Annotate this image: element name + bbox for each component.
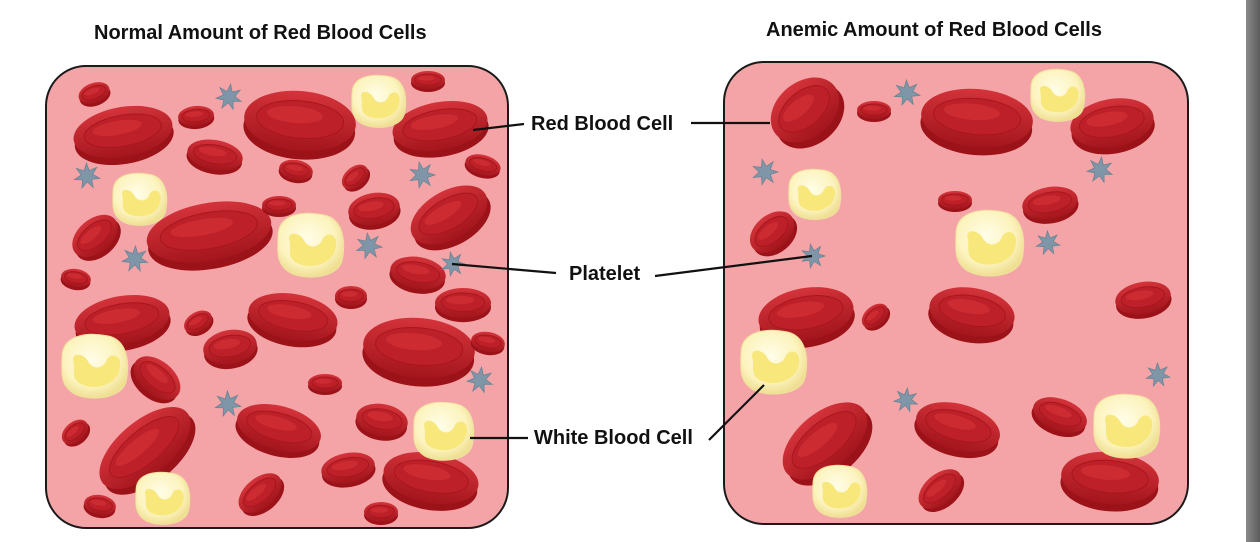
platelet: [1085, 155, 1114, 184]
red-blood-cell: [74, 294, 171, 352]
red-blood-cell: [335, 286, 367, 309]
white-blood-cell: [1030, 68, 1086, 122]
white-blood-cell: [112, 172, 168, 226]
platelet: [892, 386, 919, 413]
red-blood-cell: [918, 469, 965, 512]
red-blood-cell: [78, 82, 111, 107]
red-blood-cell: [348, 192, 401, 230]
red-blood-cell: [1031, 397, 1087, 438]
normal-blood-panel: [45, 65, 509, 529]
white-blood-cell-label: White Blood Cell: [534, 427, 693, 449]
red-blood-cell: [364, 502, 398, 525]
red-blood-cell: [782, 402, 873, 486]
red-blood-cell: [749, 211, 798, 257]
white-blood-cell: [740, 329, 808, 395]
red-blood-cell: [203, 329, 258, 370]
red-blood-cell: [389, 256, 446, 294]
red-blood-cell: [262, 196, 296, 217]
red-blood-cell: [321, 452, 376, 488]
red-blood-cell: [178, 105, 215, 130]
platelet: [214, 82, 243, 111]
red-blood-cell: [1022, 186, 1079, 224]
platelet: [465, 365, 494, 394]
red-blood-cell: [130, 356, 181, 404]
platelet-label: Platelet: [569, 263, 641, 285]
wbc-leader-right: [708, 384, 765, 441]
red-blood-cell: [857, 101, 891, 122]
red-blood-cell: [238, 473, 285, 516]
white-blood-cell: [413, 401, 475, 461]
red-blood-cell: [411, 71, 445, 92]
white-blood-cell: [135, 471, 191, 525]
red-blood-cell: [920, 88, 1033, 156]
white-blood-cell: [788, 168, 842, 220]
red-blood-cell: [99, 407, 196, 495]
red-blood-cell: [1060, 451, 1159, 512]
white-blood-cell: [1093, 393, 1161, 459]
red-blood-cell: [938, 191, 972, 212]
white-blood-cell: [277, 212, 345, 278]
red-blood-cell: [184, 310, 214, 337]
red-blood-cell: [247, 293, 338, 348]
red-blood-cell: [928, 287, 1015, 344]
platelet: [893, 78, 922, 107]
platelet: [214, 389, 243, 418]
red-blood-cell: [770, 77, 845, 149]
red-blood-cell: [61, 419, 91, 447]
white-blood-cell: [955, 209, 1025, 277]
red-blood-cell: [355, 403, 408, 441]
platelet: [1145, 361, 1172, 388]
red-blood-cell: [243, 90, 356, 160]
red-blood-cell: [382, 452, 479, 511]
red-blood-cell: [464, 154, 501, 179]
white-blood-cell: [61, 333, 129, 399]
red-blood-cell: [73, 105, 174, 165]
red-blood-cell: [362, 317, 475, 387]
red-blood-cell: [1070, 98, 1155, 155]
red-blood-cell: [341, 164, 371, 192]
red-blood-cell: [83, 494, 116, 519]
red-blood-cell: [60, 268, 91, 291]
white-blood-cell: [351, 74, 407, 128]
red-blood-cell: [146, 201, 273, 271]
platelet: [1035, 229, 1062, 256]
red-blood-cell-label: Red Blood Cell: [531, 113, 674, 135]
anemic-blood-panel: [723, 61, 1189, 525]
platelet: [752, 158, 780, 186]
red-blood-cell: [470, 331, 505, 356]
platelet: [355, 231, 384, 260]
red-blood-cell: [861, 303, 891, 331]
red-blood-cell: [308, 374, 342, 395]
platelet: [409, 161, 437, 189]
platelet-leader-left: [451, 262, 557, 275]
red-blood-cell: [392, 100, 489, 158]
red-blood-cell: [758, 287, 855, 349]
leader-lines: [451, 121, 813, 441]
red-blood-cell: [435, 288, 491, 323]
anemic-cells-group: [740, 68, 1172, 518]
white-blood-cell: [812, 464, 868, 518]
normal-panel-title: Normal Amount of Red Blood Cells: [94, 22, 427, 44]
red-blood-cell: [278, 159, 313, 184]
platelet-leader-right: [654, 254, 813, 278]
platelet: [120, 244, 149, 273]
platelet: [73, 161, 102, 190]
normal-cells-group: [60, 71, 505, 525]
anemic-panel-title: Anemic Amount of Red Blood Cells: [766, 19, 1102, 41]
right-edge-bar: [1246, 0, 1260, 542]
red-blood-cell: [235, 404, 321, 458]
red-blood-cell: [410, 185, 491, 251]
red-blood-cell: [186, 139, 243, 175]
red-blood-cell: [914, 402, 1000, 459]
red-blood-cell: [72, 214, 121, 261]
rbc-leader-left: [472, 122, 525, 132]
red-blood-cell: [1115, 281, 1172, 319]
